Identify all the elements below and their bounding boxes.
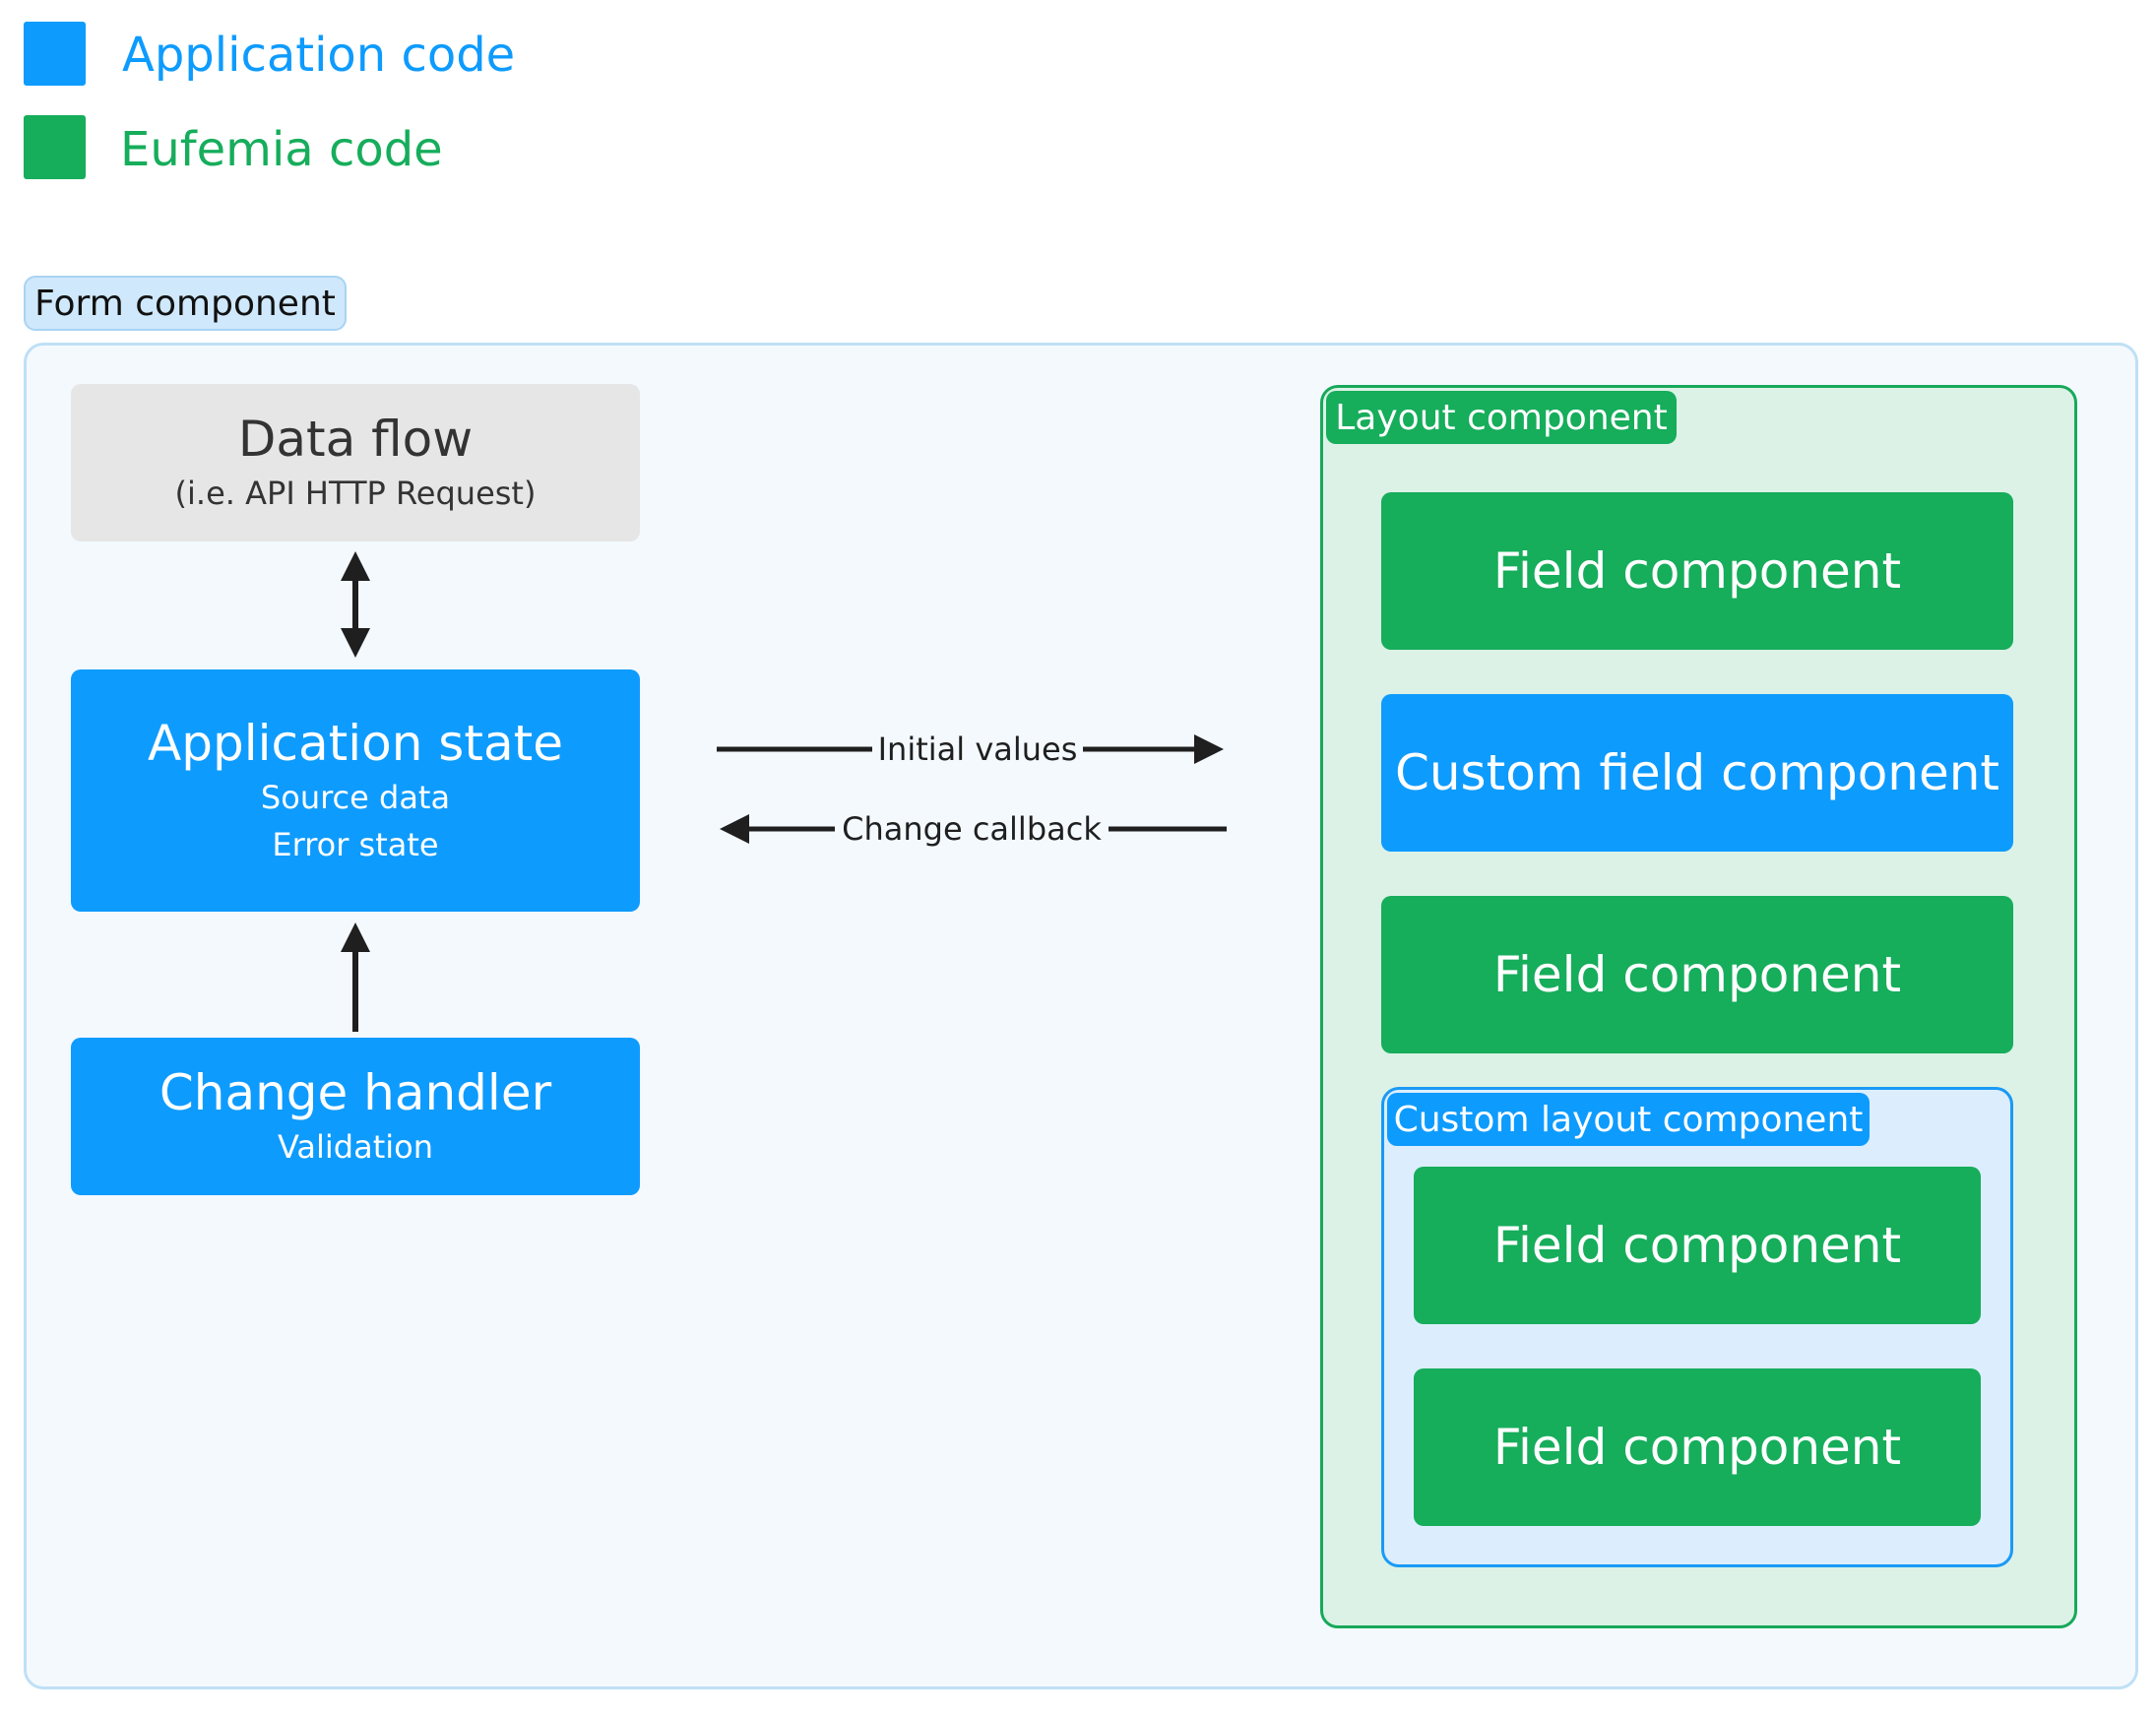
custom-field-component-box: Custom field component xyxy=(1381,694,2013,852)
change-handler-box: Change handler Validation xyxy=(71,1038,640,1195)
data-flow-subtitle: (i.e. API HTTP Request) xyxy=(174,475,537,513)
field-component-label: Field component xyxy=(1492,1216,1902,1274)
data-flow-double-arrow xyxy=(341,551,370,658)
legend-label-eufemia: Eufemia code xyxy=(120,122,443,177)
field-component-label: Field component xyxy=(1492,541,1902,600)
change-callback-label: Change callback xyxy=(842,810,1102,848)
change-handler-title: Change handler xyxy=(159,1063,552,1121)
initial-values-label: Initial values xyxy=(877,731,1078,768)
legend-label-application: Application code xyxy=(122,28,516,83)
application-state-box: Application state Source data Error stat… xyxy=(71,669,640,912)
form-component-tag: Form component xyxy=(24,276,347,331)
legend-swatch-application xyxy=(24,22,86,86)
custom-layout-component-tag: Custom layout component xyxy=(1387,1093,1870,1146)
data-flow-box: Data flow (i.e. API HTTP Request) xyxy=(71,384,640,541)
change-handler-subtitle: Validation xyxy=(277,1128,433,1167)
field-component-label: Field component xyxy=(1492,1418,1902,1476)
field-component-box: Field component xyxy=(1381,896,2013,1053)
data-flow-title: Data flow xyxy=(237,410,474,468)
initial-values-arrow xyxy=(717,734,1224,764)
field-component-box: Field component xyxy=(1381,492,2013,650)
layout-component-tag: Layout component xyxy=(1326,391,1677,444)
field-component-box: Field component xyxy=(1414,1167,1981,1324)
field-component-box: Field component xyxy=(1414,1368,1981,1526)
application-state-source-data: Source data xyxy=(260,779,451,817)
change-handler-up-arrow xyxy=(341,922,370,1032)
field-component-label: Field component xyxy=(1492,945,1902,1003)
custom-field-component-label: Custom field component xyxy=(1394,743,2000,801)
application-state-title: Application state xyxy=(148,714,563,772)
application-state-error-state: Error state xyxy=(272,826,439,864)
legend-swatch-eufemia xyxy=(24,115,86,179)
change-callback-arrow xyxy=(720,814,1227,844)
